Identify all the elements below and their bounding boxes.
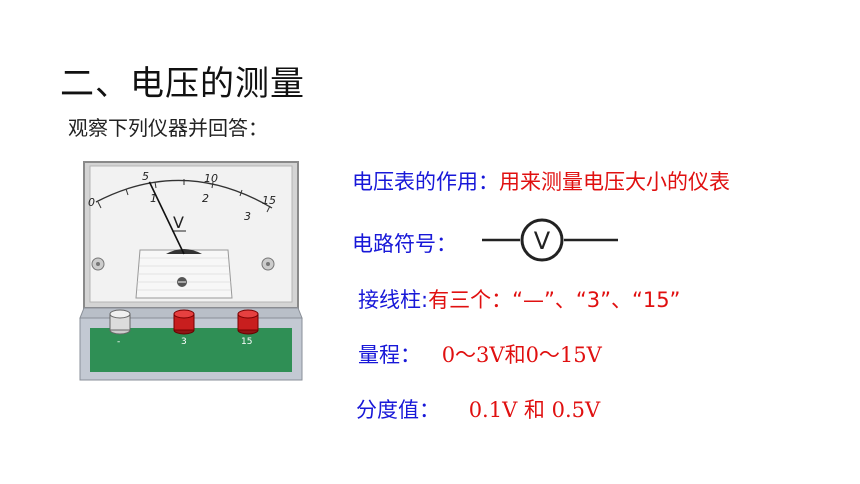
terminal-label: -	[117, 337, 120, 347]
terminal-negative[interactable]	[109, 309, 131, 335]
division-label: 分度值：	[356, 398, 440, 422]
function-label: 电压表的作用：	[352, 170, 499, 194]
scale-lower-label: 3	[244, 210, 251, 223]
symbol-letter: V	[534, 227, 551, 255]
scale-upper-label: 5	[142, 170, 149, 183]
symbol-circle	[520, 218, 564, 262]
slide-title: 二、电压的测量	[60, 64, 305, 104]
scale-upper-label: 0	[88, 196, 95, 209]
function-row: 电压表的作用：用来测量电压大小的仪表	[352, 166, 730, 196]
symbol-row: 电路符号：	[352, 228, 457, 258]
mount-screw-right-center	[266, 262, 270, 266]
terminals-row: 接线柱:有三个：“—”、“3”、“15”	[358, 284, 680, 314]
symbol-label: 电路符号：	[352, 232, 457, 256]
scale-ticks	[97, 179, 271, 213]
division-value: 0.1V 和 0.5V	[468, 398, 601, 422]
scale-upper-label: 10	[204, 172, 218, 185]
terminal-label: 15	[241, 337, 252, 347]
slide-subtitle: 观察下列仪器并回答：	[68, 116, 268, 140]
terminals-value: 有三个：“—”、“3”、“15”	[428, 288, 681, 312]
terminals-label: 接线柱:	[358, 288, 429, 312]
terminal-3v[interactable]	[173, 309, 195, 335]
terminal-label: 3	[181, 337, 187, 347]
function-value: 用来测量电压大小的仪表	[499, 170, 730, 194]
range-value: 0～3V和0～15V	[441, 343, 602, 367]
mount-screw-left-center	[96, 262, 100, 266]
terminal-plate	[90, 328, 292, 372]
meter-needle	[148, 181, 185, 255]
range-label: 量程：	[358, 343, 421, 367]
scale-upper-label: 15	[262, 194, 276, 207]
voltmeter-illustration: 0 5 10 15 1 2 3 V - 3 1	[79, 161, 303, 381]
range-row: 量程： 0～3V和0～15V	[358, 339, 602, 369]
scale-lower-label: 1	[150, 192, 157, 205]
scale-lower-label: 2	[202, 192, 209, 205]
terminal-15v[interactable]	[237, 309, 259, 335]
needle-pivot-cover	[166, 249, 202, 254]
meter-unit-label: V	[173, 213, 184, 232]
voltmeter-symbol: V	[482, 218, 618, 262]
division-row: 分度值： 0.1V 和 0.5V	[356, 394, 600, 424]
